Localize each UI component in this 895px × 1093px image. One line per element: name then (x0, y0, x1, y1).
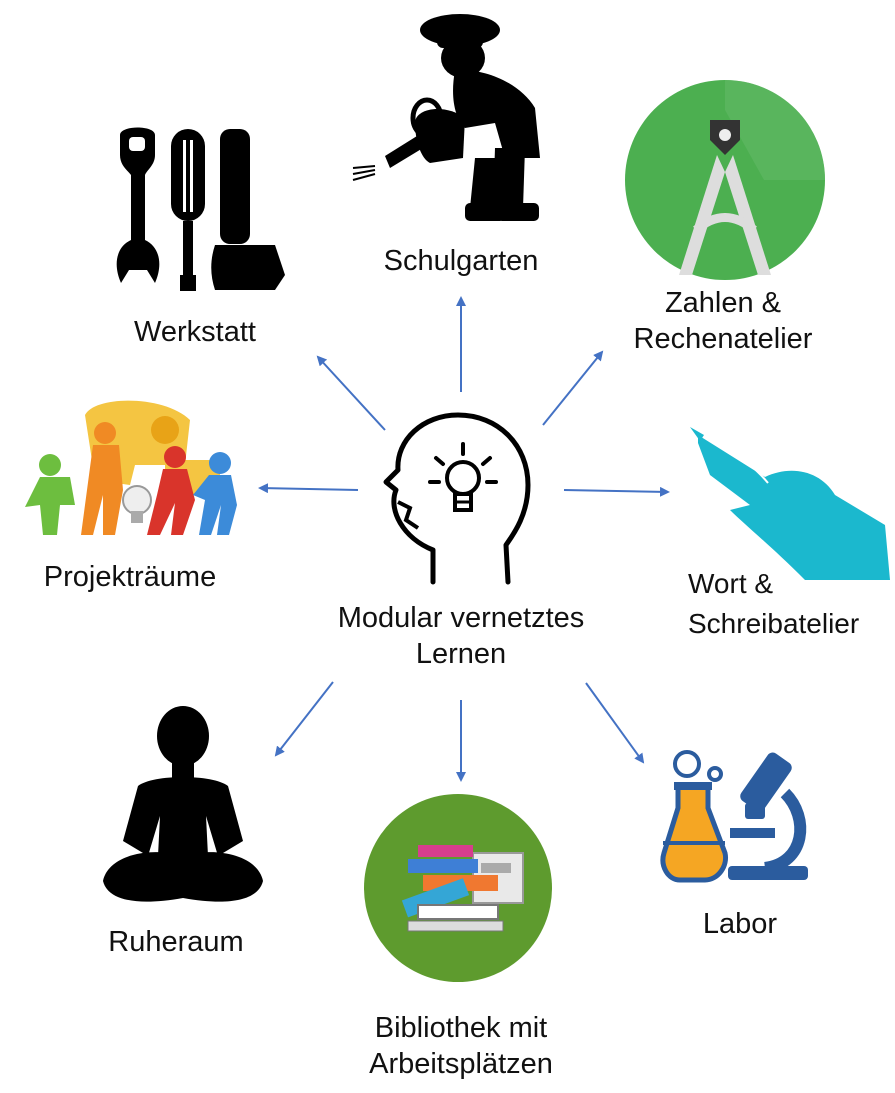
arrow-werkstatt (316, 355, 386, 431)
label-schulgarten: Schulgarten (383, 245, 539, 277)
arrow-zahlen (542, 350, 604, 426)
microscope-flask-icon (660, 748, 810, 893)
tools-icon (115, 125, 285, 295)
label-projektraeume: Projekträume (43, 561, 217, 593)
head-lightbulb-icon (378, 410, 538, 585)
label-wort: Wort & Schreibatelier (688, 568, 860, 639)
books-icon (363, 793, 553, 983)
arrow-wort (563, 486, 670, 497)
arrow-labor (585, 682, 645, 764)
arrow-ruheraum (274, 681, 334, 757)
label-zahlen: Zahlen & Rechenatelier (633, 287, 813, 355)
arrow-projekt (258, 483, 359, 494)
gardener-watering-can-icon (345, 8, 565, 233)
label-werkstatt: Werkstatt (134, 316, 256, 348)
compass-icon (624, 80, 826, 280)
writing-hand-icon (690, 425, 890, 580)
label-ruheraum: Ruheraum (108, 926, 244, 958)
center-label: Modular vernetztes Lernen (337, 602, 585, 670)
label-bibliothek: Bibliothek mit Arbeitsplätzen (369, 1012, 553, 1080)
label-labor: Labor (702, 908, 778, 940)
meditation-figure-icon (98, 706, 268, 911)
puzzle-team-icon (15, 395, 245, 545)
